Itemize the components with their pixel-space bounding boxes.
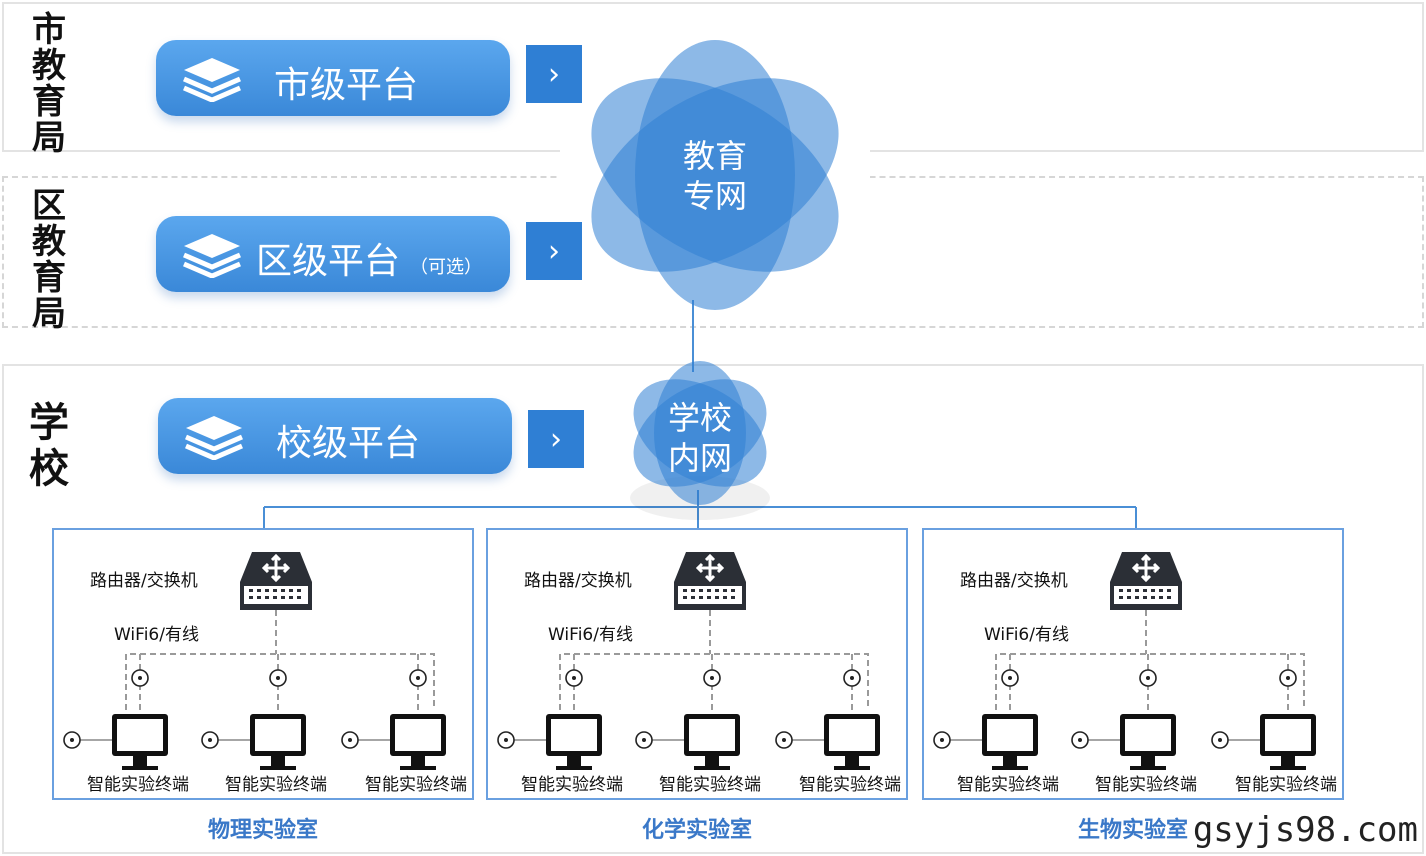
city-arrow-icon[interactable]: › xyxy=(526,45,582,103)
layers-icon xyxy=(183,58,241,102)
link-type-label: WiFi6/有线 xyxy=(114,625,199,645)
lab-wiring xyxy=(497,552,880,770)
label-char: 育 xyxy=(32,258,66,298)
city-bureau-label: 市 教 育 局 xyxy=(24,12,74,156)
lab-title: 物理实验室 xyxy=(207,818,318,843)
link-type-label: WiFi6/有线 xyxy=(984,625,1069,645)
terminal-label: 智能实验终端 xyxy=(799,775,901,795)
layers-icon xyxy=(185,416,243,460)
school-network-line2: 内网 xyxy=(667,439,732,477)
edu-network-cloud xyxy=(560,40,870,310)
watermark: gsyjs98.com xyxy=(1192,810,1418,850)
label-char: 市 xyxy=(32,10,66,50)
layers-icon xyxy=(183,234,241,278)
link-type-label: WiFi6/有线 xyxy=(548,625,633,645)
optional-note: （可选） xyxy=(410,257,483,278)
city-platform-label: 市级平台 xyxy=(274,65,419,106)
lab-box xyxy=(486,528,908,800)
school-arrow-icon[interactable]: › xyxy=(528,410,584,468)
district-platform-label: 区级平台 （可选） xyxy=(256,232,482,284)
terminal-label: 智能实验终端 xyxy=(1235,775,1337,795)
school-platform-button[interactable]: 校级平台 xyxy=(158,398,512,474)
router-label: 路由器/交换机 xyxy=(90,571,198,591)
district-bureau-label: 区 教 育 局 xyxy=(24,188,74,332)
school-network-cloud xyxy=(630,361,770,520)
label-char: 教 xyxy=(32,222,66,262)
terminal-label: 智能实验终端 xyxy=(521,775,623,795)
terminal-label: 智能实验终端 xyxy=(225,775,327,795)
terminal-label: 智能实验终端 xyxy=(659,775,761,795)
edu-network-line1: 教育 xyxy=(682,137,747,175)
school-platform-label: 校级平台 xyxy=(276,423,421,464)
lab-box xyxy=(52,528,474,800)
lab-wiring xyxy=(63,552,446,770)
school-network-label: 学校 内网 xyxy=(645,398,755,478)
terminal-label: 智能实验终端 xyxy=(365,775,467,795)
city-platform-button[interactable]: 市级平台 xyxy=(156,40,510,116)
terminal-label: 智能实验终端 xyxy=(1095,775,1197,795)
school-label: 学 校 xyxy=(24,400,74,492)
label-char: 教 xyxy=(32,46,66,86)
edu-network-line2: 专网 xyxy=(682,177,747,215)
edu-network-label: 教育 专网 xyxy=(655,136,775,216)
terminal-label: 智能实验终端 xyxy=(87,775,189,795)
label-char: 局 xyxy=(32,118,66,158)
label-char: 育 xyxy=(32,82,66,122)
label-char: 局 xyxy=(32,294,66,334)
school-network-line1: 学校 xyxy=(667,399,732,437)
lab-title: 生物实验室 xyxy=(1077,818,1188,843)
district-arrow-icon[interactable]: › xyxy=(526,222,582,280)
district-platform-name: 区级平台 xyxy=(256,241,401,282)
label-char: 学 xyxy=(29,400,69,446)
label-char: 校 xyxy=(29,446,69,492)
terminal-label: 智能实验终端 xyxy=(957,775,1059,795)
lab-title: 化学实验室 xyxy=(641,818,752,843)
router-label: 路由器/交换机 xyxy=(960,571,1068,591)
router-switch-icon xyxy=(674,552,746,610)
router-switch-icon xyxy=(240,552,312,610)
lab-box xyxy=(922,528,1344,800)
router-switch-icon xyxy=(1110,552,1182,610)
district-platform-button[interactable]: 区级平台 （可选） xyxy=(156,216,510,292)
label-char: 区 xyxy=(32,186,66,226)
lab-wiring xyxy=(933,552,1316,770)
router-label: 路由器/交换机 xyxy=(524,571,632,591)
